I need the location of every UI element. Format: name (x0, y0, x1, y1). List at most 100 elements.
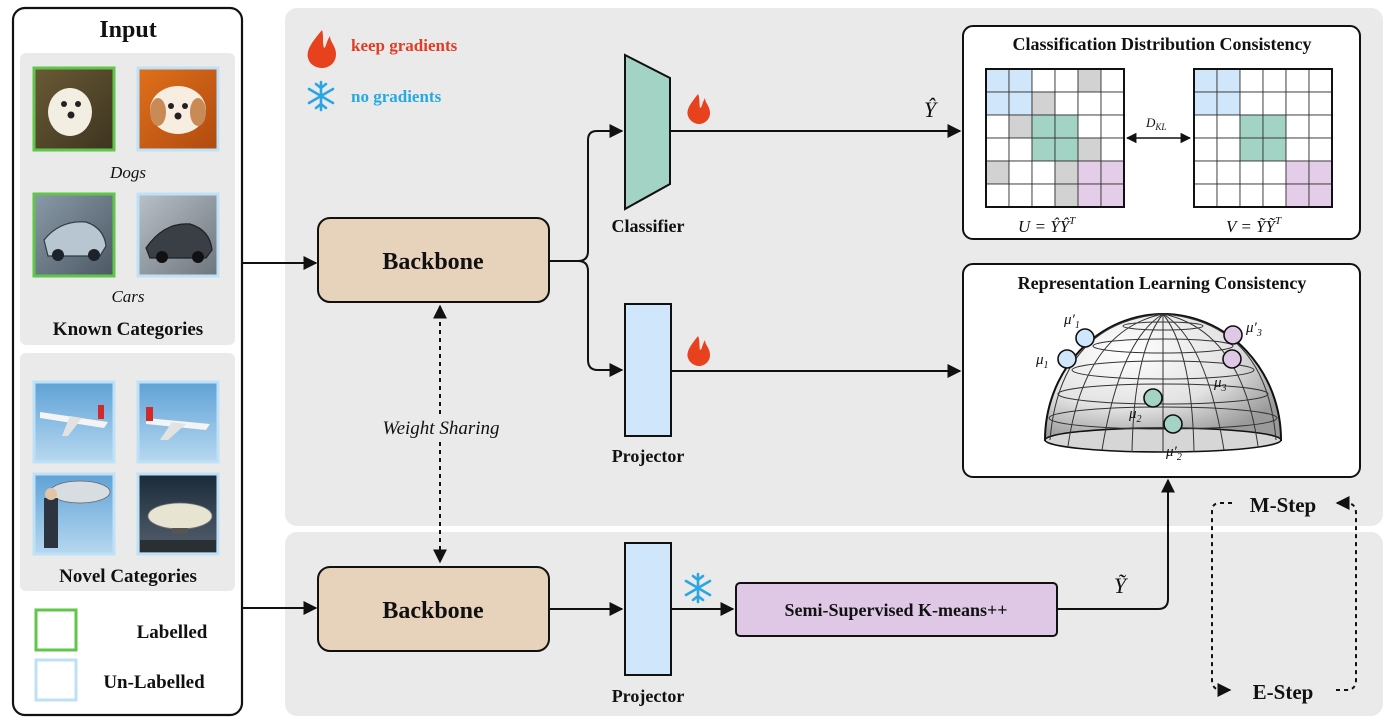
car-image-unlabelled (136, 192, 220, 278)
matrix-cell (1193, 114, 1218, 139)
mu2-prime-point (1163, 414, 1183, 434)
matrix-cell (1239, 91, 1264, 116)
labelled-legend-label: Labelled (137, 622, 208, 643)
matrix-cell (1031, 114, 1056, 139)
y-tilde-label: Ỹ (1114, 573, 1129, 598)
matrix-cell (1308, 183, 1333, 208)
matrix-cell (1077, 114, 1102, 139)
matrix-cell (985, 137, 1010, 162)
matrix-cell (1216, 114, 1241, 139)
top-backbone-label: Backbone (382, 249, 484, 275)
airship-image-2 (136, 472, 220, 556)
no-gradients-label: no gradients (351, 87, 442, 106)
novel-categories-label: Novel Categories (59, 566, 197, 587)
matrix-cell (1008, 160, 1033, 185)
matrix-cell (1031, 183, 1056, 208)
v-equation: V = ỸỸT (1226, 215, 1282, 236)
input-title: Input (99, 17, 156, 43)
mu3-prime-label: μ′3 (1245, 320, 1262, 339)
matrix-cell (1193, 91, 1218, 116)
matrix-cell (1193, 160, 1218, 185)
classifier-flame-icon (687, 94, 710, 124)
matrix-border (1193, 68, 1333, 208)
unlabelled-legend-label: Un-Labelled (103, 672, 205, 693)
cdc-title: Classification Distribution Consistency (1012, 34, 1311, 54)
matrix-cell (1308, 68, 1333, 93)
matrix-cell (1031, 160, 1056, 185)
mu1-prime-label: μ′1 (1063, 312, 1080, 331)
mu1-label: μ1 (1035, 352, 1049, 371)
car-image-labelled (32, 192, 116, 278)
dogs-label: Dogs (109, 163, 146, 182)
matrix-cell (1100, 91, 1125, 116)
matrix-cell (1308, 114, 1333, 139)
matrix-cell (1054, 91, 1079, 116)
matrix-cell (1193, 137, 1218, 162)
backbone-to-classifier-arrow (549, 124, 624, 262)
labelled-swatch (34, 608, 78, 652)
matrix-cell (1308, 91, 1333, 116)
matrix-cell (1077, 183, 1102, 208)
matrix-cell (1077, 68, 1102, 93)
matrix-cell (1239, 183, 1264, 208)
keep-gradients-label: keep gradients (351, 36, 458, 55)
matrix-cell (1077, 137, 1102, 162)
matrix-cell (1308, 160, 1333, 185)
matrix-cell (1239, 68, 1264, 93)
e-step-label: E-Step (1253, 680, 1314, 704)
matrix-cell (1100, 183, 1125, 208)
backbone-to-projector-arrow (577, 260, 624, 377)
weight-sharing-label: Weight Sharing (383, 418, 500, 439)
hypersphere-dome (1043, 313, 1283, 453)
matrix-cell (1262, 137, 1287, 162)
matrix-cell (1216, 91, 1241, 116)
matrix-cell (985, 114, 1010, 139)
matrix-cell (1077, 91, 1102, 116)
cdc-panel: Classification Distribution Consistency … (962, 25, 1361, 240)
matrix-cell (1239, 137, 1264, 162)
bottom-projector-label: Projector (612, 686, 685, 706)
matrix-cell (1008, 68, 1033, 93)
matrix-cell (985, 91, 1010, 116)
matrix-cell (1285, 183, 1310, 208)
mu1-prime-point (1075, 328, 1095, 348)
matrix-cell (1216, 183, 1241, 208)
matrix-cell (1054, 68, 1079, 93)
plane-image-2 (136, 380, 220, 464)
matrix-cell (985, 183, 1010, 208)
bottom-snowflake-icon (684, 572, 712, 604)
dog-image-labelled (32, 66, 116, 152)
matrix-cell (1285, 114, 1310, 139)
u-matrix (985, 68, 1125, 208)
y-hat-label: Ŷ (924, 97, 939, 122)
mu2-prime-label: μ′2 (1165, 444, 1182, 463)
matrix-cell (1262, 91, 1287, 116)
matrix-cell (1008, 114, 1033, 139)
flame-icon (307, 30, 336, 68)
matrix-cell (1239, 160, 1264, 185)
classifier-block (624, 53, 671, 211)
matrix-cell (1008, 183, 1033, 208)
top-projector-block (624, 303, 672, 437)
matrix-cell (1285, 160, 1310, 185)
mu3-prime-point (1223, 325, 1243, 345)
mu2-label: μ2 (1128, 406, 1142, 425)
matrix-cell (1216, 137, 1241, 162)
u-equation: U = ŶŶT (1018, 215, 1076, 236)
gradient-legend: keep gradients no gradients (307, 30, 458, 112)
matrix-cell (1054, 114, 1079, 139)
dog-image-unlabelled (136, 66, 220, 152)
matrix-cell (1100, 160, 1125, 185)
snowflake-icon (307, 80, 335, 112)
top-projector-label: Projector (612, 446, 685, 466)
projector-flame-icon (687, 336, 710, 366)
bottom-backbone-label: Backbone (382, 598, 484, 624)
matrix-cell (1031, 68, 1056, 93)
matrix-cell (1262, 114, 1287, 139)
mu3-label: μ3 (1213, 375, 1227, 394)
matrix-cell (1193, 183, 1218, 208)
rlc-title: Representation Learning Consistency (1018, 273, 1307, 293)
v-matrix (1193, 68, 1333, 208)
matrix-cell (1031, 137, 1056, 162)
